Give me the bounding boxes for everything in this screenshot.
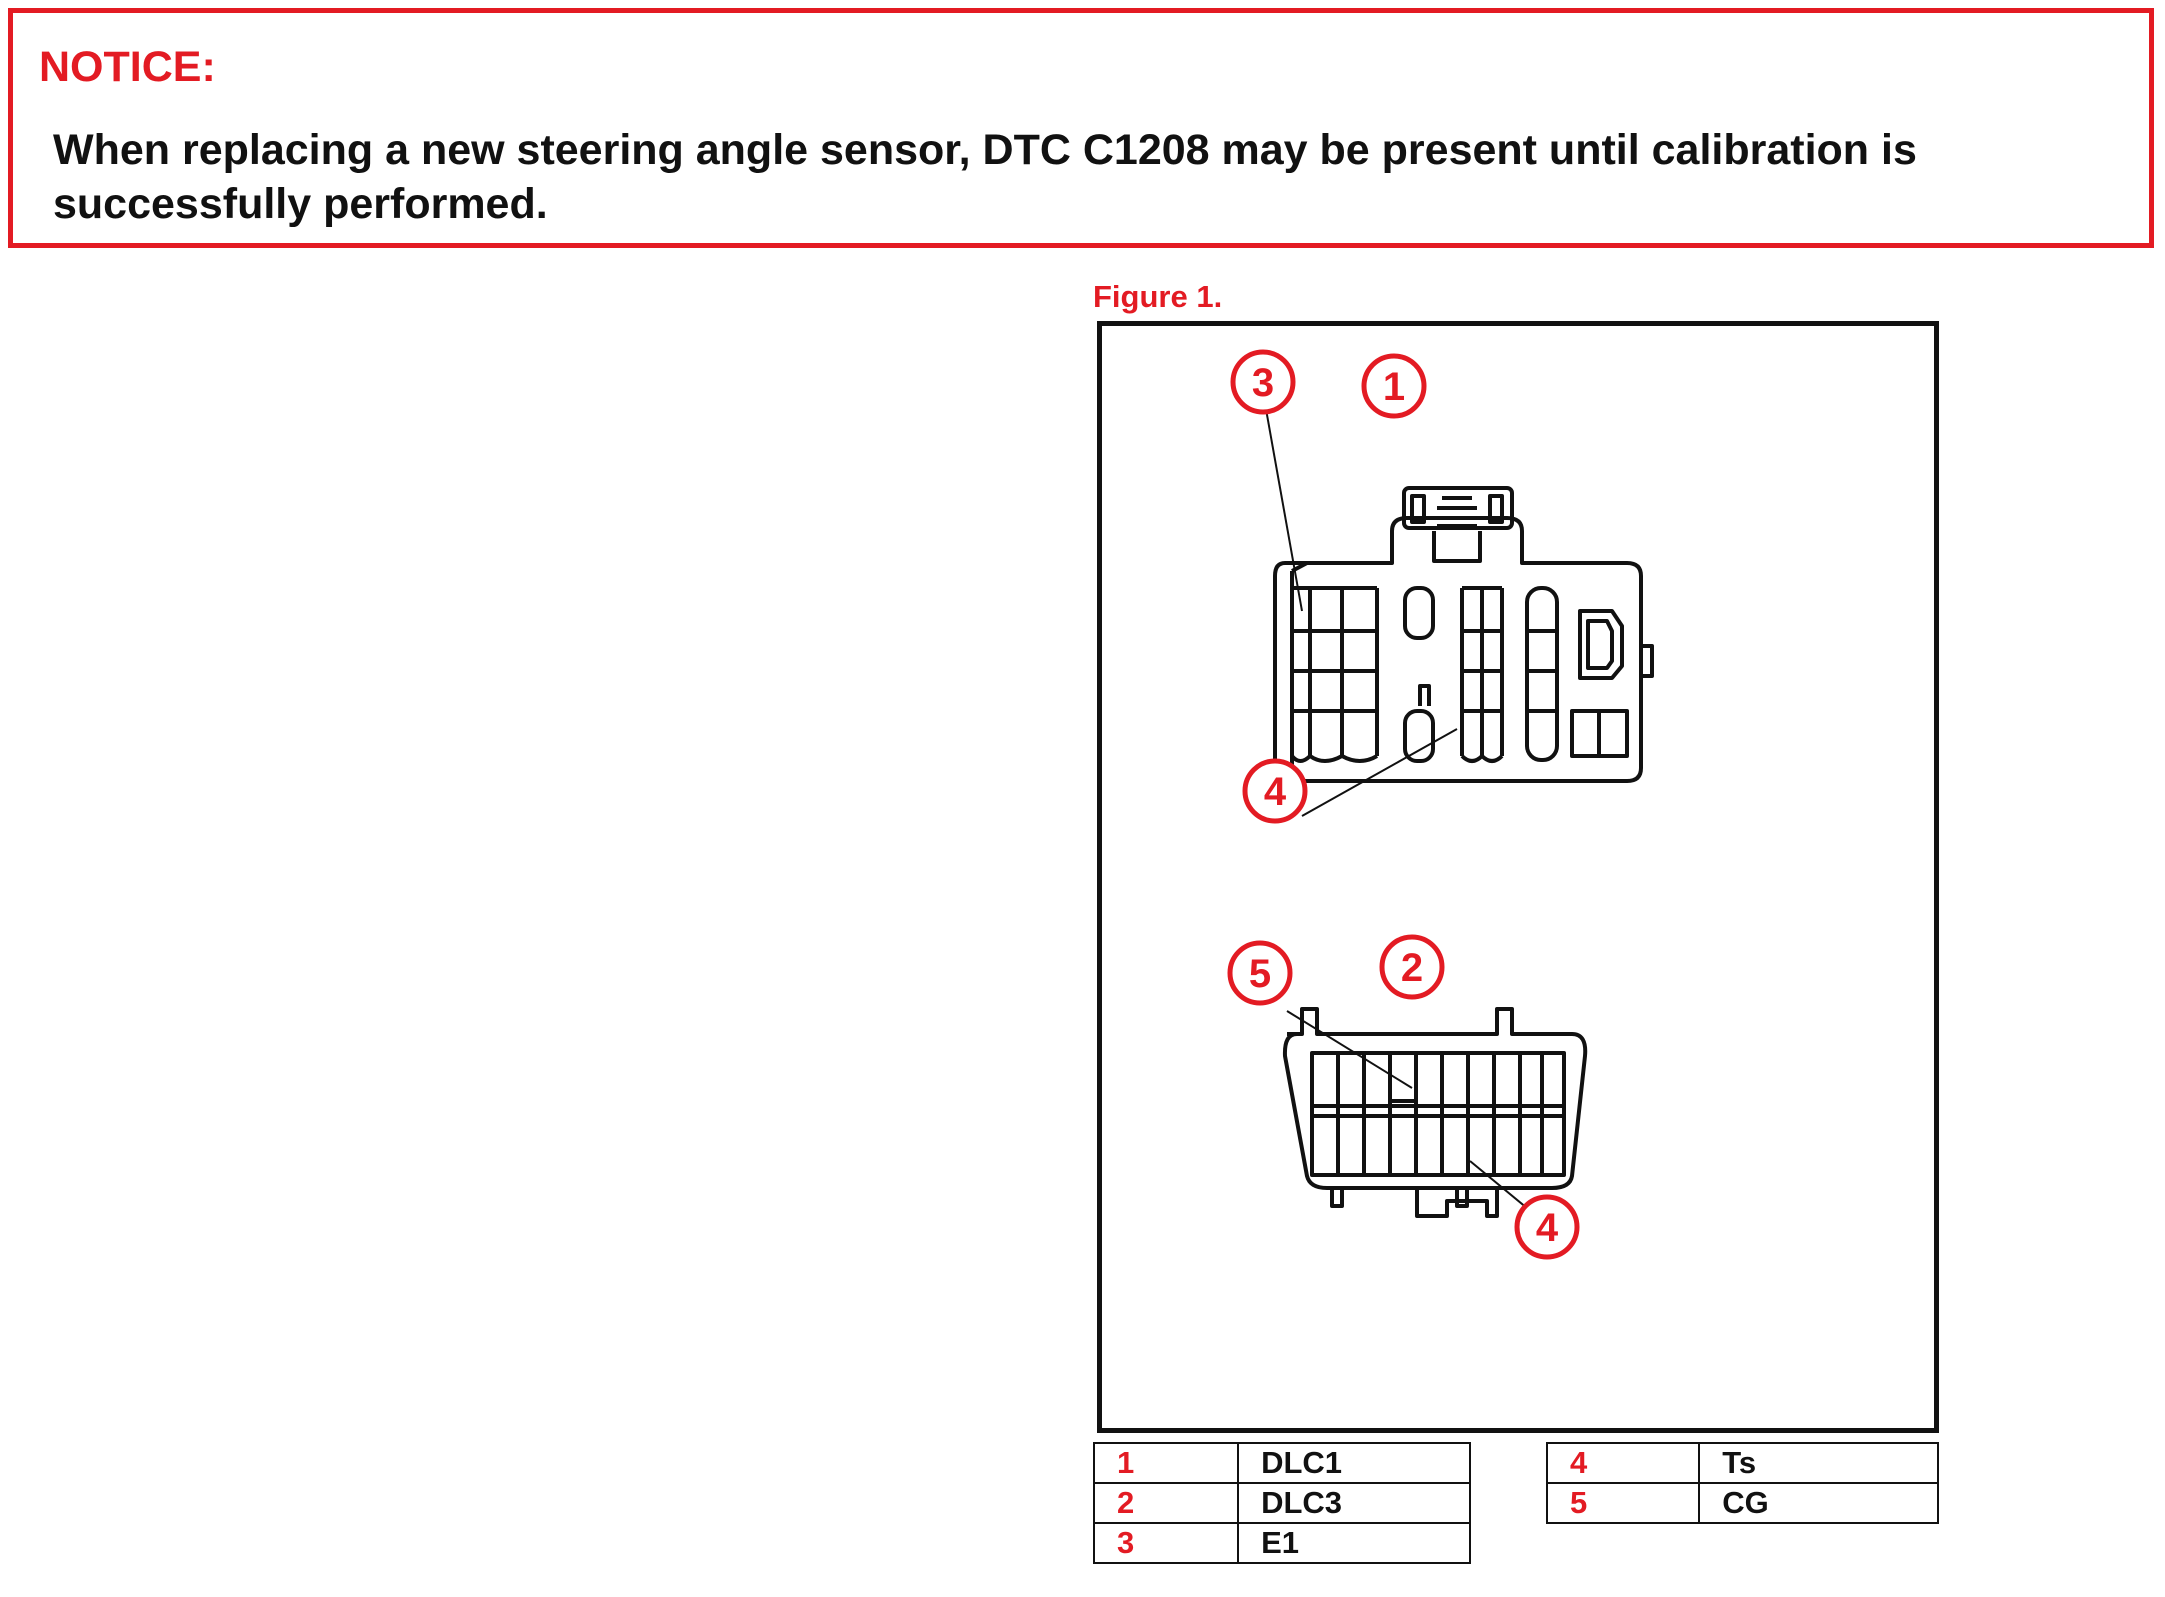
callout-circle xyxy=(1230,349,1296,415)
dlc3-connector xyxy=(1282,1007,1588,1218)
figure-label: Figure 1. xyxy=(1093,279,1223,314)
notice-box: NOTICE: When replacing a new steering an… xyxy=(8,8,2154,248)
legend-label: CG xyxy=(1698,1482,1939,1524)
callout-circle xyxy=(1379,934,1445,1000)
callout-circle xyxy=(1514,1194,1580,1260)
callout-circle xyxy=(1361,353,1427,419)
connector-diagram: 3 1 4 5 2 4 xyxy=(1227,349,1654,1260)
table-row: 5 CG xyxy=(1545,1482,1939,1524)
callout-1: 1 xyxy=(1383,365,1405,409)
figure-frame: 3 1 4 5 2 4 xyxy=(1097,321,1939,1433)
legend-number: 5 xyxy=(1545,1482,1701,1524)
callout-4-upper: 4 xyxy=(1264,770,1287,814)
notice-title: NOTICE: xyxy=(39,43,216,91)
legend-label: DLC3 xyxy=(1237,1482,1471,1524)
callout-2: 2 xyxy=(1401,946,1423,990)
table-row: 4 Ts xyxy=(1545,1442,1939,1484)
callout-circle xyxy=(1242,758,1308,824)
table-row: 3 E1 xyxy=(1092,1522,1471,1564)
legend-table-left: 1 DLC1 2 DLC3 3 E1 xyxy=(1092,1442,1471,1564)
callout-4-lower: 4 xyxy=(1536,1206,1559,1250)
legend-number: 1 xyxy=(1092,1442,1240,1484)
callout-3: 3 xyxy=(1252,361,1274,405)
legend-label: Ts xyxy=(1698,1442,1939,1484)
legend-table-right: 4 Ts 5 CG xyxy=(1545,1442,1939,1524)
dlc1-connector xyxy=(1273,486,1654,783)
table-row: 1 DLC1 xyxy=(1092,1442,1471,1484)
legend-label: E1 xyxy=(1237,1522,1471,1564)
callout-5: 5 xyxy=(1249,952,1271,996)
table-row: 2 DLC3 xyxy=(1092,1482,1471,1524)
legend-label: DLC1 xyxy=(1237,1442,1471,1484)
callout-circle xyxy=(1227,940,1293,1006)
legend-number: 3 xyxy=(1092,1522,1240,1564)
legend-number: 2 xyxy=(1092,1482,1240,1524)
legend-number: 4 xyxy=(1545,1442,1701,1484)
notice-text: When replacing a new steering angle sens… xyxy=(53,126,1917,228)
